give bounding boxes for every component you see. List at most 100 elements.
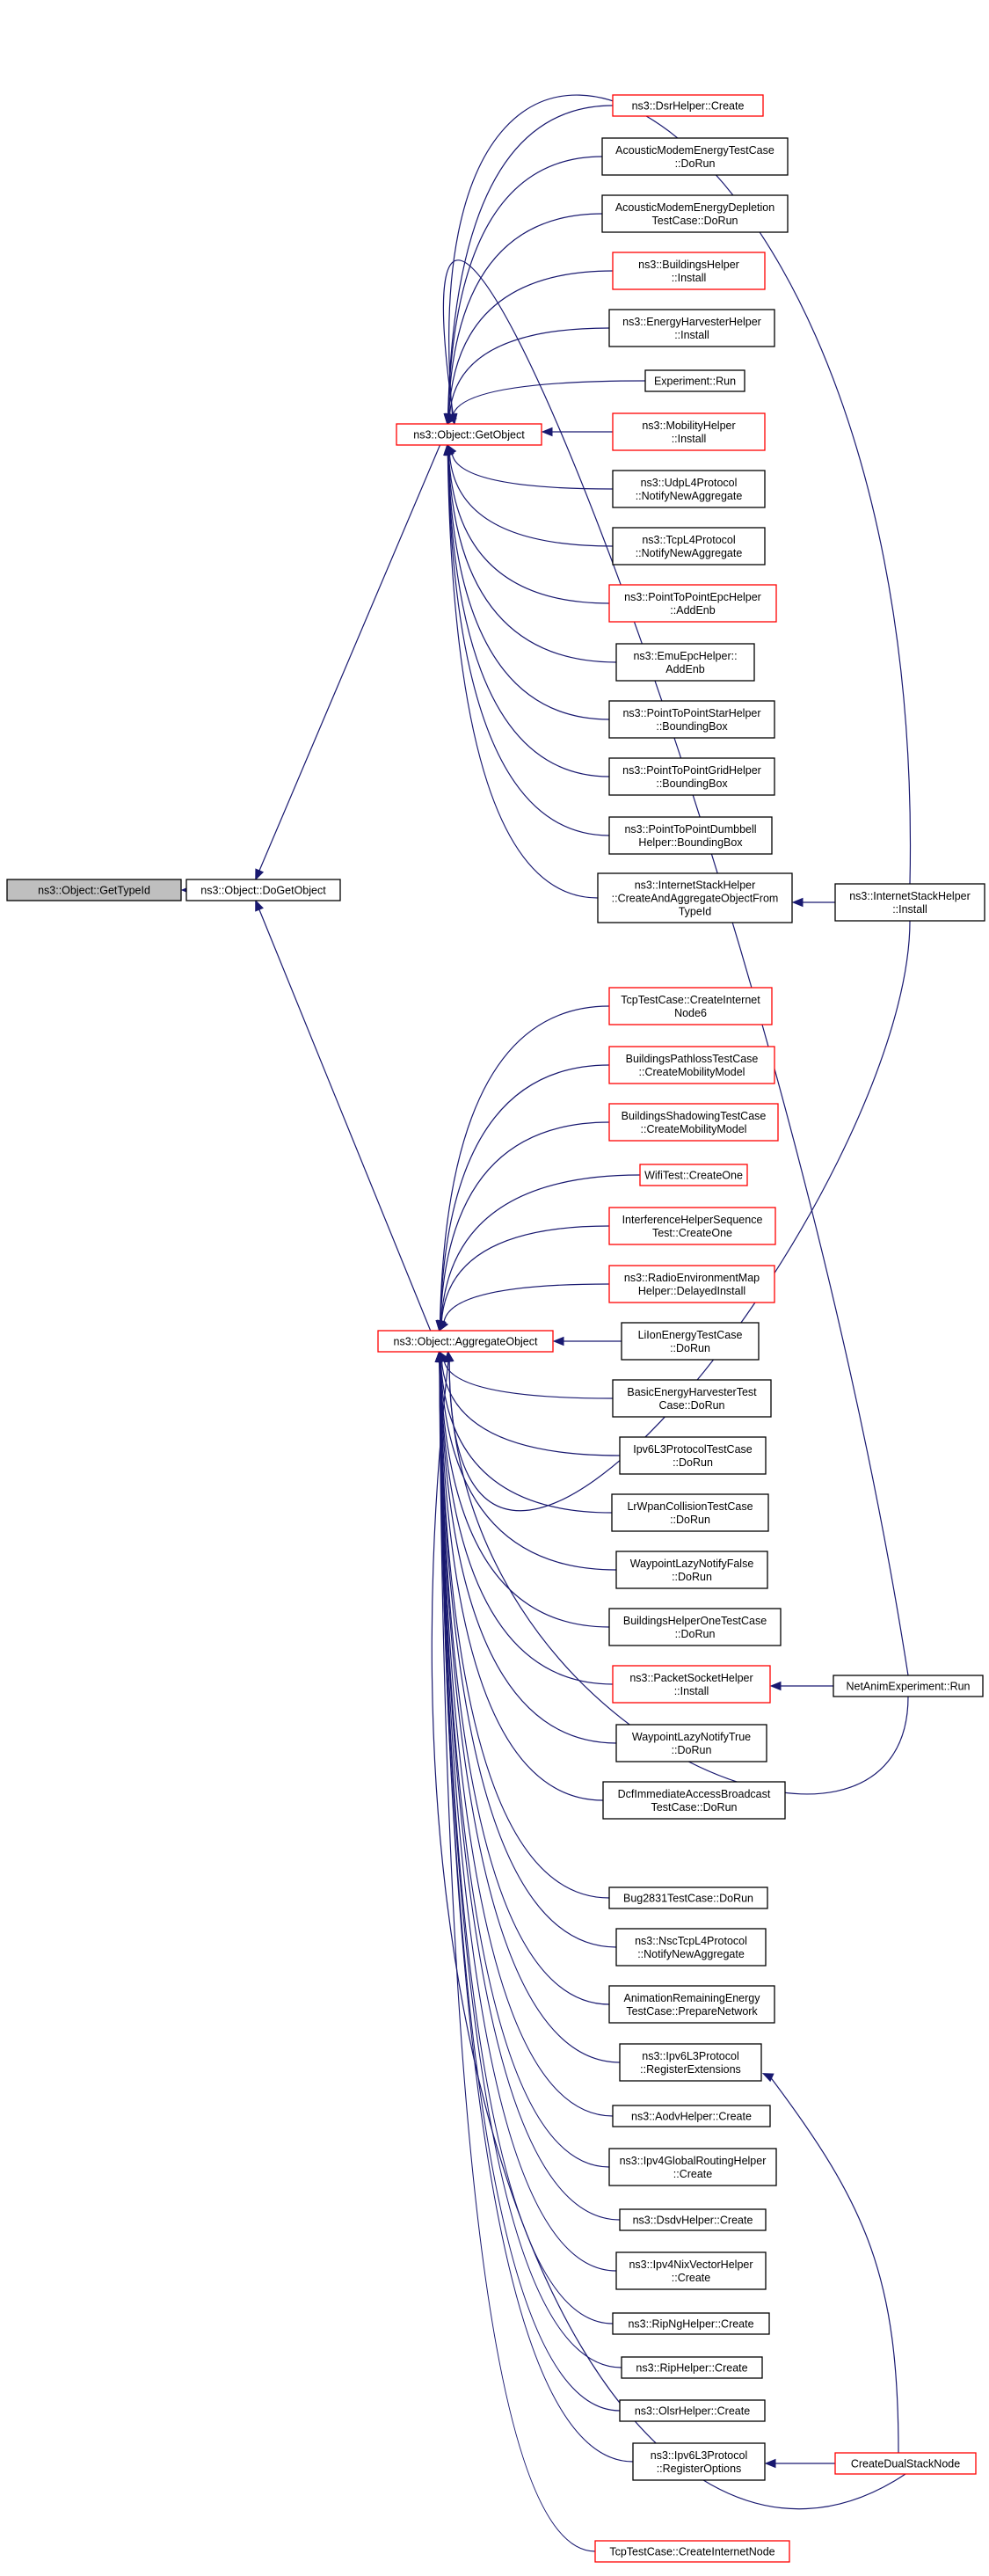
node-label: ::NotifyNewAggregate <box>637 1948 745 1960</box>
node-label: Test::CreateOne <box>652 1227 732 1239</box>
node-tcpinternetnode[interactable]: TcpTestCase::CreateInternetNode <box>594 2540 790 2563</box>
node-label: BuildingsShadowingTestCase <box>622 1110 767 1122</box>
node-label: ::Install <box>674 1685 709 1697</box>
node-dogetobject[interactable]: ns3::Object::DoGetObject <box>185 879 341 901</box>
node-regextensions[interactable]: ns3::Ipv6L3Protocol::RegisterExtensions <box>619 2043 762 2082</box>
node-dsdv[interactable]: ns3::DsdvHelper::Create <box>619 2208 767 2231</box>
node-olsr[interactable]: ns3::OlsrHelper::Create <box>619 2399 766 2422</box>
edge-p2pgrid-to-getobject <box>443 443 610 777</box>
node-radiomap[interactable]: ns3::RadioEnvironmentMapHelper::DelayedI… <box>608 1265 775 1303</box>
node-box <box>611 1493 769 1532</box>
node-label: AcousticModemEnergyDepletion <box>615 201 774 214</box>
node-bug2831[interactable]: Bug2831TestCase::DoRun <box>608 1886 768 1909</box>
node-box <box>619 2399 766 2422</box>
node-box <box>185 879 341 901</box>
node-box <box>612 94 764 117</box>
node-box <box>601 194 789 233</box>
node-p2pstar[interactable]: ns3::PointToPointStarHelper::BoundingBox <box>608 700 775 739</box>
edge-dsrhelper-to-getobject <box>443 105 614 426</box>
node-waypointfalse[interactable]: WaypointLazyNotifyFalse::DoRun <box>615 1551 768 1589</box>
node-aggregateobject[interactable]: ns3::Object::AggregateObject <box>377 1330 554 1353</box>
node-mobilityhelper[interactable]: ns3::MobilityHelper::Install <box>612 412 766 451</box>
node-rip[interactable]: ns3::RipHelper::Create <box>621 2356 763 2379</box>
node-wifitest[interactable]: WifiTest::CreateOne <box>639 1164 748 1186</box>
node-label: ns3::PointToPointGridHelper <box>622 764 761 777</box>
node-ipv4global[interactable]: ns3::Ipv4GlobalRoutingHelper::Create <box>608 2148 777 2186</box>
node-dsrhelper[interactable]: ns3::DsrHelper::Create <box>612 94 764 117</box>
node-label: ::CreateAndAggregateObjectFrom <box>612 893 779 905</box>
node-internetstackinstall[interactable]: ns3::InternetStackHelper::Install <box>834 883 985 922</box>
node-label: BuildingsHelperOneTestCase <box>623 1615 767 1627</box>
node-udpl4[interactable]: ns3::UdpL4Protocol::NotifyNewAggregate <box>612 470 766 508</box>
node-label: ::RegisterOptions <box>657 2463 742 2475</box>
node-dualstack[interactable]: CreateDualStackNode <box>834 2452 977 2475</box>
node-buildingsone[interactable]: BuildingsHelperOneTestCase::DoRun <box>608 1608 782 1646</box>
node-p2pepc[interactable]: ns3::PointToPointEpcHelper::AddEnb <box>608 584 777 623</box>
node-box <box>608 757 775 796</box>
node-energyharvester[interactable]: ns3::EnergyHarvesterHelper::Install <box>608 309 775 347</box>
node-acousticenergy[interactable]: AcousticModemEnergyTestCase::DoRun <box>601 137 789 176</box>
edge-packetsocket-to-aggregateobject <box>435 1350 614 1685</box>
node-label: Bug2831TestCase::DoRun <box>623 1893 753 1905</box>
node-box <box>619 1436 767 1475</box>
node-getobject[interactable]: ns3::Object::GetObject <box>396 423 542 446</box>
edge-liion-to-aggregateobject <box>552 1336 622 1346</box>
node-regoptions[interactable]: ns3::Ipv6L3Protocol::RegisterOptions <box>632 2442 766 2481</box>
node-label: ::Install <box>672 433 707 445</box>
node-label: ns3::MobilityHelper <box>642 420 735 432</box>
node-dcfimmediate[interactable]: DcfImmediateAccessBroadcastTestCase::DoR… <box>602 1781 786 1820</box>
node-ipv6l3test[interactable]: Ipv6L3ProtocolTestCase::DoRun <box>619 1436 767 1475</box>
node-lrwpan[interactable]: LrWpanCollisionTestCase::DoRun <box>611 1493 769 1532</box>
node-box <box>608 2148 777 2186</box>
node-ipv4nix[interactable]: ns3::Ipv4NixVectorHelper::Create <box>615 2251 767 2290</box>
node-p2pgrid[interactable]: ns3::PointToPointGridHelper::BoundingBox <box>608 757 775 796</box>
node-waypointtrue[interactable]: WaypointLazyNotifyTrue::DoRun <box>615 1724 767 1762</box>
node-experimentrun[interactable]: Experiment::Run <box>644 369 745 392</box>
node-box <box>639 1164 748 1186</box>
node-box <box>608 584 777 623</box>
node-shadowing[interactable]: BuildingsShadowingTestCase::CreateMobili… <box>608 1103 779 1142</box>
node-interference[interactable]: InterferenceHelperSequenceTest::CreateOn… <box>608 1207 776 1245</box>
node-label: Node6 <box>674 1007 707 1019</box>
node-p2pdumbbell[interactable]: ns3::PointToPointDumbbellHelper::Boundin… <box>608 816 773 855</box>
node-box <box>608 1046 775 1084</box>
edge-waypointfalse-to-aggregateobject <box>435 1350 617 1571</box>
node-nsctcp[interactable]: ns3::NscTcpL4Protocol::NotifyNewAggregat… <box>615 1928 767 1967</box>
node-tcpl4[interactable]: ns3::TcpL4Protocol::NotifyNewAggregate <box>612 527 766 566</box>
node-box <box>608 1886 768 1909</box>
node-aodv[interactable]: ns3::AodvHelper::Create <box>612 2105 771 2127</box>
node-packetsocket[interactable]: ns3::PacketSocketHelper::Install <box>612 1665 771 1704</box>
node-label: ::Install <box>674 329 709 341</box>
node-label: ::CreateMobilityModel <box>641 1123 747 1135</box>
node-emuepc[interactable]: ns3::EmuEpcHelper::AddEnb <box>615 643 755 682</box>
node-netanim[interactable]: NetAnimExperiment::Run <box>833 1675 984 1697</box>
node-liion[interactable]: LiIonEnergyTestCase::DoRun <box>621 1322 760 1361</box>
node-pathloss[interactable]: BuildingsPathlossTestCase::CreateMobilit… <box>608 1046 775 1084</box>
node-label: ns3::EnergyHarvesterHelper <box>622 316 761 328</box>
node-label: ns3::InternetStackHelper <box>849 890 971 902</box>
node-box <box>6 879 182 901</box>
edge-createaggregate-to-getobject <box>443 443 599 899</box>
node-box <box>612 252 766 290</box>
edge-internetstackinstall-to-createaggregate <box>791 897 835 908</box>
edge-rip-to-aggregateobject <box>434 1350 622 2368</box>
node-acousticdepletion[interactable]: AcousticModemEnergyDepletionTestCase::Do… <box>601 194 789 233</box>
edge-ipv6l3test-to-aggregateobject <box>437 1350 621 1456</box>
edge-netanim-to-getobject <box>442 259 909 1676</box>
node-label: TypeId <box>679 906 712 918</box>
node-label: TcpTestCase::CreateInternetNode <box>609 2546 774 2558</box>
node-buildingshelper[interactable]: ns3::BuildingsHelper::Install <box>612 252 766 290</box>
node-animation[interactable]: AnimationRemainingEnergyTestCase::Prepar… <box>608 1985 775 2024</box>
node-label: ns3::RipNgHelper::Create <box>628 2318 753 2331</box>
node-box <box>608 987 773 1025</box>
node-label: LiIonEnergyTestCase <box>638 1329 743 1341</box>
node-ripng[interactable]: ns3::RipNgHelper::Create <box>612 2312 770 2335</box>
node-gettypeid[interactable]: ns3::Object::GetTypeId <box>6 879 182 901</box>
node-createaggregate[interactable]: ns3::InternetStackHelper::CreateAndAggre… <box>597 872 793 923</box>
node-label: WaypointLazyNotifyTrue <box>632 1731 751 1743</box>
node-box <box>834 2452 977 2475</box>
